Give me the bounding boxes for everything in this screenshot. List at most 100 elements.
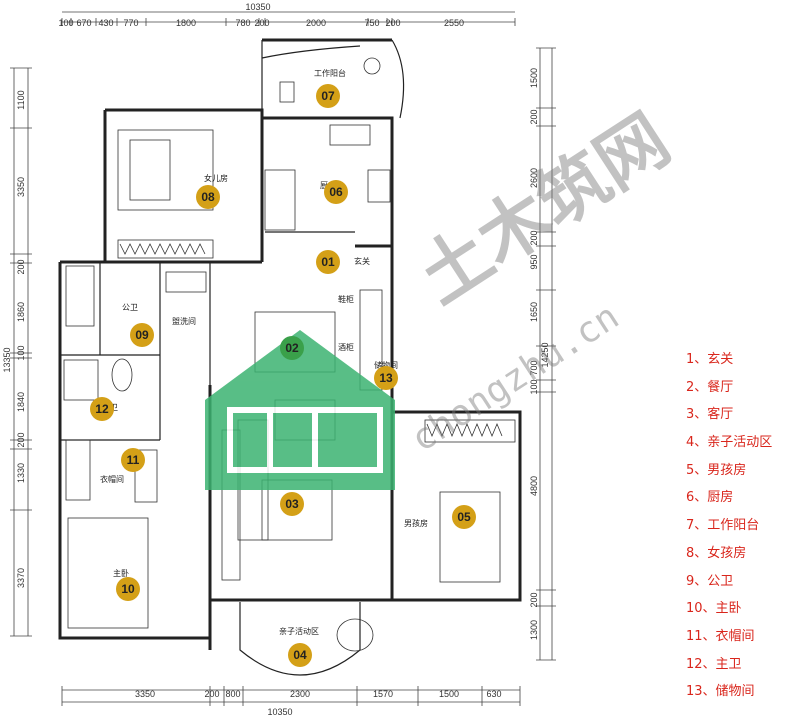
room-label-activity-area: 亲子活动区	[279, 626, 319, 636]
room-badge-03: 03	[280, 492, 304, 516]
dim-left-segment: 1840	[16, 392, 26, 412]
dim-top-segment: 780	[235, 18, 250, 28]
room-label-boy-room: 男孩房	[404, 518, 428, 528]
legend-item: 11、衣帽间	[686, 628, 755, 644]
room-badge-02: 02	[280, 336, 304, 360]
room-badge-circle	[288, 643, 312, 667]
dim-bottom-segment: 630	[486, 689, 501, 699]
dim-top-segment: 770	[123, 18, 138, 28]
legend-item: 2、餐厅	[686, 379, 734, 395]
dim-bottom-segment: 2300	[290, 689, 310, 699]
dim-bottom-segment: 3350	[135, 689, 155, 699]
dim-right-segment: 200	[529, 109, 539, 124]
dim-bottom-segment: 200	[204, 689, 219, 699]
room-label-foyer: 玄关	[354, 256, 370, 266]
room-badge-circle	[130, 323, 154, 347]
room-badge-number: 04	[293, 648, 307, 662]
dim-left-segment: 3350	[16, 177, 26, 197]
dim-right-total: 14250	[540, 342, 550, 367]
dim-top-segment: 2000	[306, 18, 326, 28]
dim-right-segment: 1500	[529, 68, 539, 88]
legend-item: 12、主卫	[686, 656, 742, 672]
room-badge-circle	[121, 448, 145, 472]
room-badge-number: 02	[285, 341, 299, 355]
room-badge-08: 08	[196, 185, 220, 209]
room-badge-number: 10	[121, 582, 135, 596]
room-badge-12: 12	[90, 397, 114, 421]
room-badge-number: 09	[135, 328, 149, 342]
room-badge-number: 11	[127, 453, 140, 467]
dim-top-segment: 200	[254, 18, 269, 28]
dim-left-segment: 1330	[16, 463, 26, 483]
room-label-wine-cabinet: 酒柜	[338, 342, 354, 352]
dim-left-total: 13350	[2, 347, 12, 372]
dim-left-segment: 1100	[16, 90, 26, 109]
dim-right-segment: 2600	[529, 168, 539, 188]
room-label-cloakroom: 衣帽间	[100, 474, 124, 484]
dim-top-segment: 1800	[176, 18, 196, 28]
dim-right-segment: 4800	[529, 476, 539, 496]
legend-item: 4、亲子活动区	[686, 435, 773, 451]
room-badge-circle	[374, 366, 398, 390]
dim-top-segment: 670	[76, 18, 91, 28]
dim-left-segment: 1860	[16, 302, 26, 322]
dim-bottom-segment: 1570	[373, 689, 393, 699]
room-label-public-bath: 公卫	[122, 303, 138, 312]
room-badge-01: 01	[316, 250, 340, 274]
room-badge-number: 01	[321, 255, 335, 269]
room-badge-number: 05	[457, 510, 471, 524]
dim-top-segment: 430	[98, 18, 113, 28]
dim-right-segment: 950	[529, 254, 539, 269]
room-badge-circle	[116, 577, 140, 601]
room-label-storage: 储物间	[374, 360, 398, 370]
room-badge-circle	[196, 185, 220, 209]
legend-item: 5、男孩房	[686, 462, 747, 478]
dim-bottom-segment: 800	[225, 689, 240, 699]
room-badge-number: 07	[321, 89, 335, 103]
room-badge-13: 13	[374, 366, 398, 390]
dim-top-segment: 750	[364, 18, 379, 28]
dim-right-segment: 1650	[529, 302, 539, 322]
legend-item: 9、公卫	[686, 573, 734, 589]
room-badge-circle	[90, 397, 114, 421]
dim-right-segment: 200	[529, 592, 539, 607]
room-badge-05: 05	[452, 505, 476, 529]
room-badge-number: 13	[379, 371, 393, 385]
room-badge-circle	[452, 505, 476, 529]
room-badge-07: 07	[316, 84, 340, 108]
room-badge-number: 06	[329, 185, 343, 199]
legend-item: 13、储物间	[686, 684, 755, 700]
dim-top-total: 10350	[245, 2, 270, 12]
room-label-work-balcony: 工作阳台	[314, 68, 346, 78]
room-badge-number: 08	[201, 190, 215, 204]
legend-item: 1、玄关	[686, 352, 734, 367]
dim-right-segment: 100	[529, 379, 539, 394]
dim-bottom-segment: 1500	[439, 689, 459, 699]
dim-top-segment: 2550	[444, 18, 464, 28]
legend-item: 10、主卧	[686, 601, 742, 617]
room-badge-circle	[280, 492, 304, 516]
room-badge-11: 11	[121, 448, 145, 472]
legend-item: 6、厨房	[686, 490, 734, 506]
dim-top-segment: 200	[385, 18, 400, 28]
room-badge-09: 09	[130, 323, 154, 347]
legend-item: 3、客厅	[686, 407, 734, 423]
dim-left-segment: 100	[16, 345, 26, 360]
room-label-daughter-room: 女儿房	[204, 173, 228, 183]
dim-right-segment: 200	[529, 230, 539, 245]
room-badge-number: 03	[285, 497, 299, 511]
dim-left-segment: 3370	[16, 568, 26, 588]
room-badge-circle	[324, 180, 348, 204]
room-badge-circle	[316, 84, 340, 108]
legend-item: 8、女孩房	[686, 545, 747, 561]
room-badge-circle	[316, 250, 340, 274]
watermark-logo	[205, 330, 395, 490]
dim-bottom-total: 10350	[267, 707, 292, 717]
room-badge-10: 10	[116, 577, 140, 601]
room-label-master-bedroom: 主卧	[113, 568, 129, 578]
room-badge-04: 04	[288, 643, 312, 667]
room-badge-circle	[280, 336, 304, 360]
room-badge-number: 12	[95, 402, 109, 416]
